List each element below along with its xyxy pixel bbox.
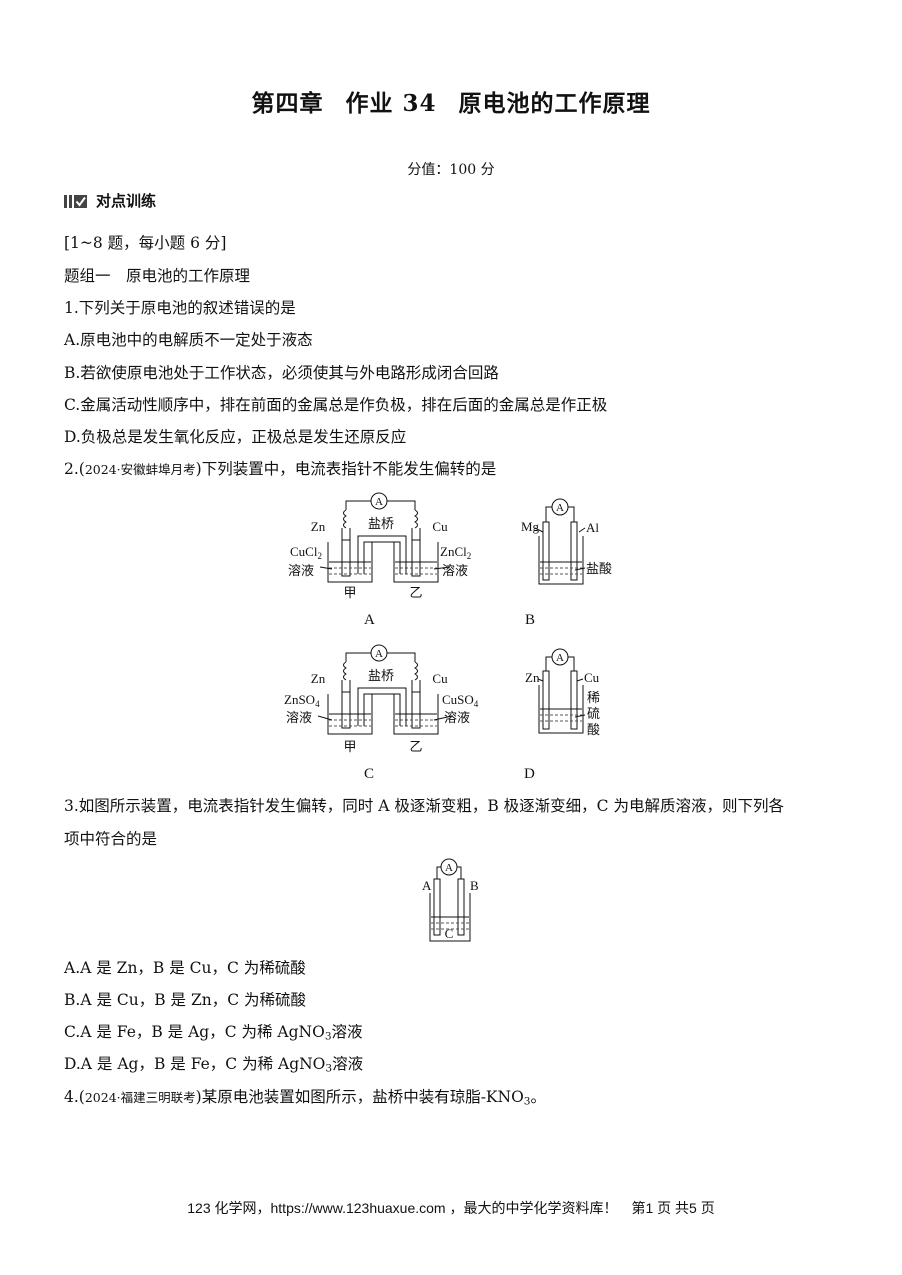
solution-label-3: 酸 [587,722,600,737]
ammeter-label: A [375,648,383,660]
electrode-right-label: Cu [432,519,448,534]
solution-label-1: 稀 [587,690,600,705]
q3-option-d-sub: 3 [325,1062,333,1075]
q1-option-c: C.金属活动性顺序中，排在前面的金属总是作负极，排在后面的金属总是作正极 [64,396,608,414]
left-solution-label: ZnSO4 [284,692,320,709]
electrode-left-label: Zn [525,670,540,685]
right-solution-label: ZnCl2 [440,544,471,561]
solution-c-label: C [445,926,454,941]
q4-sub: 3 [523,1095,531,1108]
section-title: 对点训练 [96,192,157,210]
section-header: 对点训练 [64,190,156,211]
q1-option-b: B.若欲使原电池处于工作状态，必须使其与外电路形成闭合回路 [64,364,499,382]
electrode-a-label: A [422,878,432,893]
salt-bridge-label: 盐桥 [368,516,394,531]
electrode-right-label: Al [586,520,599,535]
q3-stem-line2: 项中符合的是 [64,830,158,848]
q1-option-d: D.负极总是发生氧化反应，正极总是发生还原反应 [64,428,407,446]
q3-option-a: A.A 是 Zn，B 是 Cu，C 为稀硫酸 [64,959,306,977]
right-solution-word: 溶液 [442,563,468,578]
checkmark-icon [64,194,87,208]
q3-option-d-text: D.A 是 Ag，B 是 Fe，C 为稀 AgNO [64,1055,326,1073]
salt-bridge-label: 盐桥 [368,668,394,683]
q1-option-a: A.原电池中的电解质不一定处于液态 [64,331,313,349]
electrode-left-label: Mg [521,519,540,534]
q3-option-c-text: C.A 是 Fe，B 是 Ag，C 为稀 AgNO [64,1023,325,1041]
q2-label-a: A [364,612,375,628]
q3-figure: A A B C [422,858,479,942]
right-cell-name: 乙 [409,585,422,600]
electrode-b-label: B [470,878,479,893]
q4-source: 2024·福建三明联考 [84,1090,196,1105]
q2-label-c: C [364,766,375,782]
q3-stem-line1: 3.如图所示装置，电流表指针发生偏转，同时 A 极逐渐变粗，B 极逐渐变细，C … [64,797,784,815]
left-cell-name: 甲 [343,585,356,600]
electrode-right-label: Cu [584,670,600,685]
q4-tail: 。 [530,1088,546,1106]
left-solution-word: 溶液 [286,710,312,725]
q2-label-b: B [525,612,536,628]
q3-option-b: B.A 是 Cu，B 是 Zn，C 为稀硫酸 [64,991,306,1009]
question-range: [1~8 题，每小题 6 分] [64,234,227,252]
q4-stem: 4.(2024·福建三明联考)某原电池装置如图所示，盐桥中装有琼脂-KNO3。 [64,1085,546,1107]
electrode-left-label: Zn [311,671,326,686]
electrode-right-label: Cu [432,671,448,686]
ammeter-label: A [375,496,383,508]
q2-source: 2024·安徽蚌埠月考 [84,462,196,477]
electrode-left-label: Zn [311,519,326,534]
q2-label-d: D [524,766,535,782]
q3-option-d-tail: 溶液 [332,1055,364,1073]
solution-label-2: 硫 [587,706,600,721]
solution-label: 盐酸 [586,561,612,576]
q3-option-c-tail: 溶液 [331,1023,363,1041]
q4-text: )某原电池装置如图所示，盐桥中装有琼脂-KNO [195,1088,524,1106]
q3-option-c-sub: 3 [324,1030,332,1043]
page-title: 第四章作业 34 原电池的工作原理 [0,84,902,118]
score-line: 分值：100 分 [407,162,495,178]
chapter-label: 第四章 [251,90,324,117]
q2-stem: 2.(2024·安徽蚌埠月考)下列装置中，电流表指针不能发生偏转的是 [64,457,496,479]
assignment-label: 作业 34 [345,90,437,117]
ammeter-label: A [445,862,453,874]
q1-stem: 1.下列关于原电池的叙述错误的是 [64,299,296,317]
left-cell-name: 甲 [343,739,356,754]
right-solution-label: CuSO4 [442,692,479,709]
left-solution-word: 溶液 [288,563,314,578]
q3-option-c: C.A 是 Fe，B 是 Ag，C 为稀 AgNO3溶液 [64,1020,363,1042]
q2-figure-a: A 盐桥 Zn Cu CuCl2 溶液 ZnCl2 溶液 甲 乙 [288,492,471,600]
ammeter-label: A [556,502,564,514]
page-footer: 123 化学网，https://www.123huaxue.com ，最大的中学… [187,1200,715,1216]
question-group: 题组一 原电池的工作原理 [64,267,251,285]
q2-prefix: 2.( [64,460,85,478]
q2-figure-b: A Mg Al 盐酸 [521,498,612,585]
topic-label: 原电池的工作原理 [458,90,651,117]
q2-figure-c: A 盐桥 Zn Cu ZnSO4 溶液 CuSO4 溶液 甲 乙 [284,644,479,754]
q2-text: )下列装置中，电流表指针不能发生偏转的是 [195,460,497,478]
right-solution-word: 溶液 [444,710,470,725]
right-cell-name: 乙 [409,739,422,754]
q4-prefix: 4.( [64,1088,85,1106]
q2-figure-d: A Zn Cu 稀 硫 酸 [525,648,600,737]
left-solution-label: CuCl2 [290,544,322,561]
ammeter-label: A [556,652,564,664]
q3-option-d: D.A 是 Ag，B 是 Fe，C 为稀 AgNO3溶液 [64,1052,363,1074]
